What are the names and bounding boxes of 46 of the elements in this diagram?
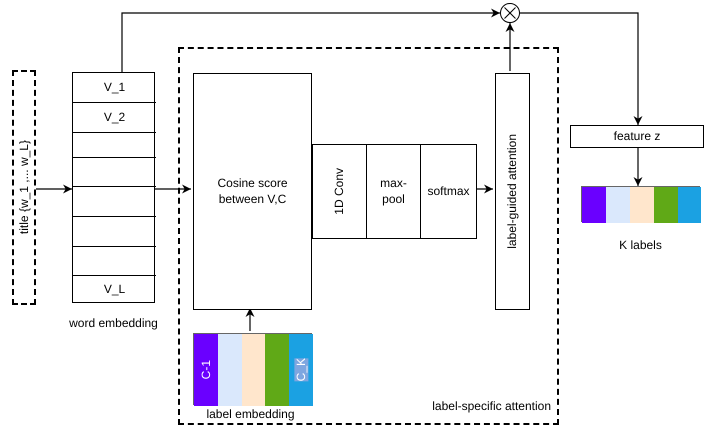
embedding-segment bbox=[194, 334, 218, 406]
embedding-segment bbox=[289, 334, 313, 406]
node-label: softmax bbox=[426, 184, 470, 200]
node-label: label embedding bbox=[205, 407, 296, 421]
multiply-operator bbox=[500, 3, 520, 23]
label-segment bbox=[582, 187, 606, 223]
arrow bbox=[155, 184, 191, 194]
arrow bbox=[520, 12, 642, 125]
embedding-segment bbox=[242, 334, 265, 406]
node-label: C_K bbox=[294, 358, 308, 382]
arrow bbox=[246, 308, 254, 331]
label-segment bbox=[630, 187, 654, 223]
process-box bbox=[421, 144, 477, 239]
node-label: label-guided attention bbox=[505, 134, 520, 249]
embedding-bar bbox=[193, 333, 312, 405]
embedding-segment bbox=[265, 334, 289, 406]
process-box bbox=[312, 144, 367, 239]
node-label: C-1 bbox=[198, 360, 214, 380]
node-label: Cosine score between V,C bbox=[216, 176, 289, 208]
arrow bbox=[475, 184, 493, 194]
attention-group bbox=[178, 47, 559, 425]
node-label: V_1 bbox=[102, 80, 126, 96]
label-bar bbox=[581, 186, 700, 222]
arrow bbox=[634, 148, 642, 186]
process-box bbox=[495, 73, 530, 310]
node-label: 1D Conv bbox=[332, 168, 347, 215]
arrow bbox=[506, 23, 514, 71]
arrow bbox=[36, 184, 72, 194]
label-segment bbox=[654, 187, 678, 223]
feature-box bbox=[570, 125, 704, 148]
embedding-column bbox=[72, 72, 155, 303]
process-box bbox=[193, 73, 312, 310]
input-box bbox=[12, 70, 36, 305]
embedding-segment bbox=[218, 334, 242, 406]
node-label: title {w_1 ,... w_L} bbox=[16, 140, 32, 235]
node-label: label-specific attention bbox=[432, 399, 551, 413]
node-label: V_2 bbox=[102, 110, 126, 126]
label-segment bbox=[606, 187, 630, 223]
node-label: K labels bbox=[618, 238, 663, 252]
node-label: feature z bbox=[612, 128, 662, 144]
process-box bbox=[367, 144, 421, 239]
node-label: V_L bbox=[102, 282, 126, 298]
node-label: max-pool bbox=[379, 176, 408, 208]
arrow bbox=[121, 8, 500, 72]
label-segment bbox=[678, 187, 701, 223]
node-label: word embedding bbox=[68, 316, 159, 330]
